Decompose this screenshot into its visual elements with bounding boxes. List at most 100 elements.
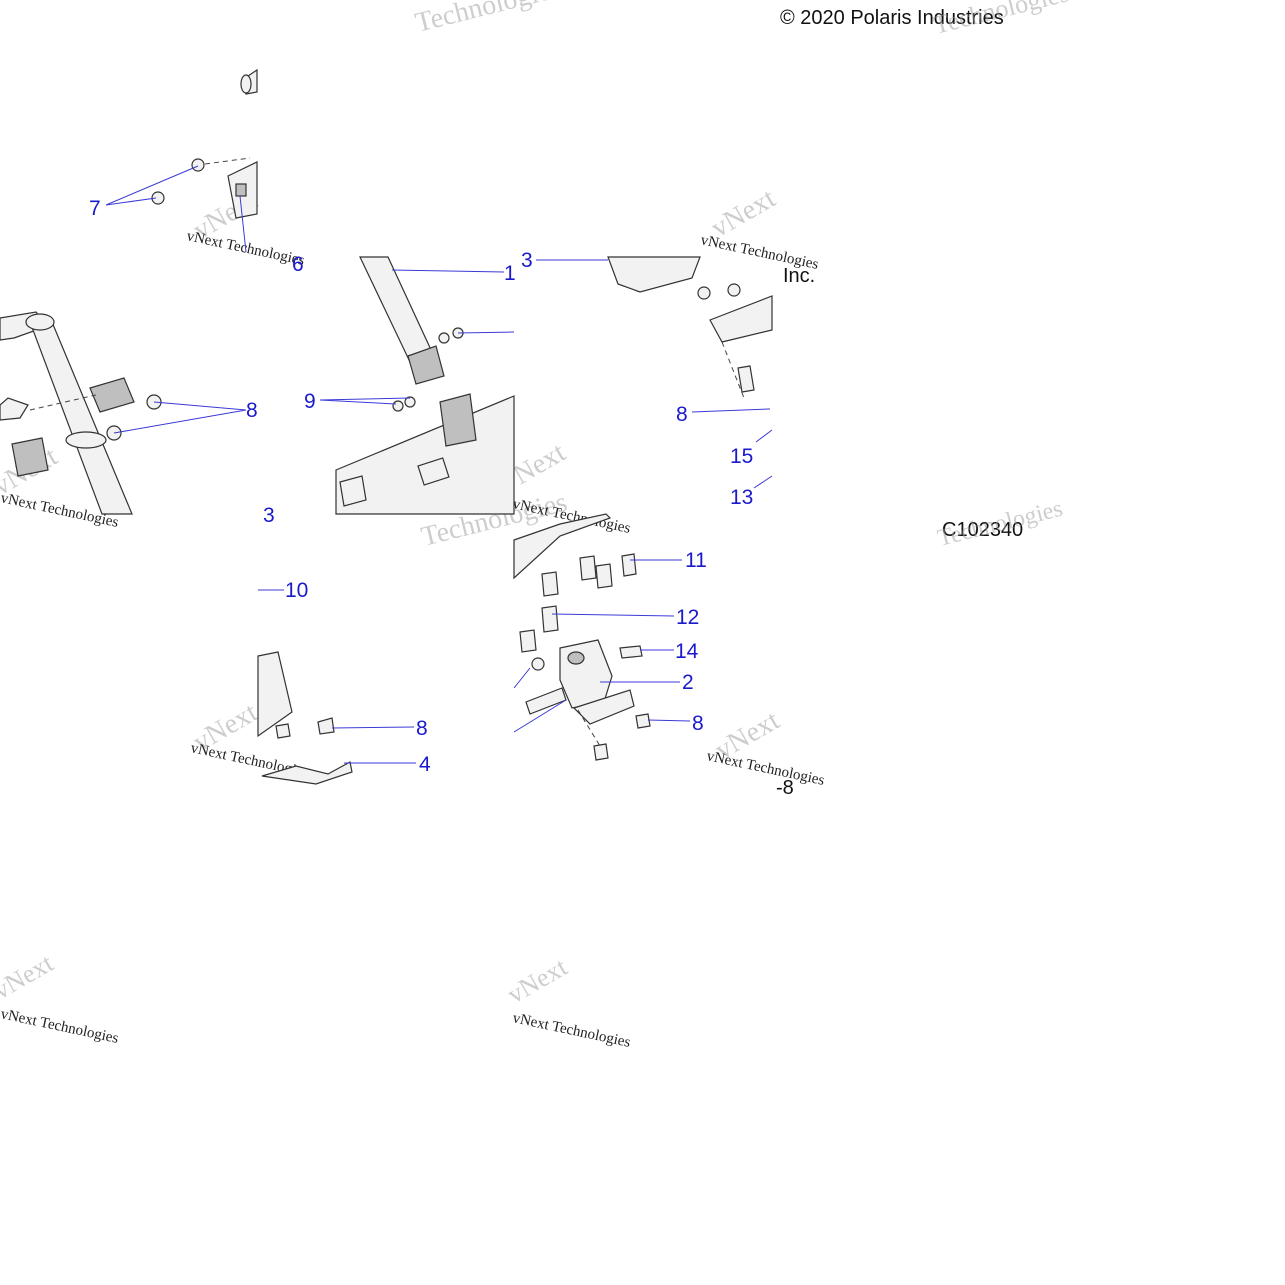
leader-lines xyxy=(105,165,773,764)
bolt-12a xyxy=(541,571,559,597)
bolt-7a xyxy=(191,158,205,172)
watermark-brand-2: vNext Technologies xyxy=(699,232,820,273)
bushing-part-b xyxy=(11,437,49,477)
nut-plate-b xyxy=(727,283,741,297)
tile-top-left-parts xyxy=(151,68,258,253)
leader-arm xyxy=(513,699,567,733)
watermark-brand-7: vNext Technologies xyxy=(0,1006,120,1047)
bolt-7b xyxy=(151,191,165,205)
bolt-11b xyxy=(595,563,613,589)
leader-washer xyxy=(513,667,531,689)
leader-8a-1 xyxy=(153,401,247,411)
leader-8d xyxy=(647,719,691,722)
copyright-text: © 2020 Polaris Industries xyxy=(780,7,1004,29)
callout-9: 9 xyxy=(304,390,316,413)
callout-8b: 8 xyxy=(676,403,688,426)
tube-end-ring xyxy=(240,74,252,94)
assembly-axis-8 xyxy=(29,394,97,411)
gearbox-input-shaft xyxy=(439,393,477,447)
bolt-11c xyxy=(621,553,637,577)
watermark-brand-6: vNext Technologies xyxy=(705,748,826,789)
leader-12 xyxy=(551,613,675,617)
bracket-slot xyxy=(235,183,247,197)
steering-column-tube xyxy=(359,256,433,363)
callout-1: 1 xyxy=(504,262,516,285)
callout-8c: 8 xyxy=(416,717,428,740)
washer-part xyxy=(531,657,545,671)
watermark-vnext-7: vNext xyxy=(0,948,59,1005)
watermark-brand-8: vNext Technologies xyxy=(511,1010,632,1051)
watermark-tech-1: Technologies xyxy=(412,0,564,39)
bolt-14 xyxy=(619,645,643,659)
leader-1 xyxy=(391,269,505,273)
callout-8a: 8 xyxy=(246,399,258,422)
callout-2: 2 xyxy=(682,671,694,694)
callout-11: 11 xyxy=(685,549,707,572)
assembly-axis-right xyxy=(721,341,745,399)
leader-7a xyxy=(105,165,199,206)
callouts: 1 2 3 3 4 6 7 8 8 8 8 9 10 11 12 13 14 1… xyxy=(89,197,753,776)
nut-bottom xyxy=(593,743,609,761)
watermarks: Technologies Technologies vNext vNext vN… xyxy=(0,0,1072,1051)
callout-15: 15 xyxy=(730,445,753,468)
gearbox-port xyxy=(339,475,367,507)
eps-motor-part xyxy=(607,256,701,293)
leader-15 xyxy=(755,429,773,443)
gearbox-label-plate xyxy=(417,457,450,486)
leader-13 xyxy=(753,475,773,489)
callout-10: 10 xyxy=(285,579,308,602)
steering-shaft-lower xyxy=(29,321,133,515)
page-fragment: -8 xyxy=(776,777,794,799)
pitman-arm xyxy=(525,687,567,715)
leader-8c xyxy=(331,726,415,729)
tile-mid-left-parts xyxy=(0,311,162,515)
nut-8d xyxy=(635,713,651,729)
bolt-12c xyxy=(519,629,537,653)
shaft-collar-mid xyxy=(65,431,107,449)
assembly-axis-pitman xyxy=(577,709,601,747)
bushing-part-a xyxy=(89,377,135,413)
mount-plate-upper xyxy=(709,295,773,343)
watermark-tech-2: Technologies xyxy=(930,0,1071,40)
leader-9a xyxy=(319,399,397,405)
callout-3b: 3 xyxy=(263,504,275,527)
tile-center-parts xyxy=(257,256,515,785)
nut-upper-a xyxy=(438,332,450,344)
tile-right-parts xyxy=(513,256,773,761)
nut-lower xyxy=(275,723,291,739)
callout-4: 4 xyxy=(419,753,431,776)
clamp-part xyxy=(0,397,29,421)
callout-6: 6 xyxy=(292,253,304,276)
callout-14: 14 xyxy=(675,640,699,663)
mount-bracket-part xyxy=(257,651,293,738)
bolt-11a xyxy=(579,555,597,581)
pitman-base xyxy=(572,689,635,725)
leader-9b xyxy=(319,397,411,401)
plate-4-part xyxy=(261,761,353,785)
callout-12: 12 xyxy=(676,606,699,629)
nut-plate-a xyxy=(697,286,711,300)
copyright-tail: Inc. xyxy=(783,265,815,287)
callout-8d: 8 xyxy=(692,712,704,735)
leader-bracket xyxy=(239,195,247,253)
figure-code: C102340 xyxy=(942,519,1023,541)
leader-upper-nuts xyxy=(457,331,515,334)
stud-part xyxy=(737,365,755,393)
shaft-collar-top xyxy=(25,313,55,331)
callout-13: 13 xyxy=(730,486,753,509)
bolt-9a xyxy=(392,400,404,412)
watermark-tech-4: Technologies xyxy=(935,496,1065,552)
bolt-9b xyxy=(404,396,416,408)
watermark-vnext-8: vNext xyxy=(503,952,573,1009)
callout-7: 7 xyxy=(89,197,101,220)
bolt-12b xyxy=(541,605,559,633)
nut-8c xyxy=(317,717,335,735)
assembly-axis-7 xyxy=(204,157,251,165)
callout-3a: 3 xyxy=(521,249,533,272)
mount-plate-lower xyxy=(513,513,612,580)
leader-8b xyxy=(691,408,771,413)
pitman-bore xyxy=(567,651,585,665)
leader-7b xyxy=(105,197,157,206)
leader-8a-2 xyxy=(113,409,247,434)
